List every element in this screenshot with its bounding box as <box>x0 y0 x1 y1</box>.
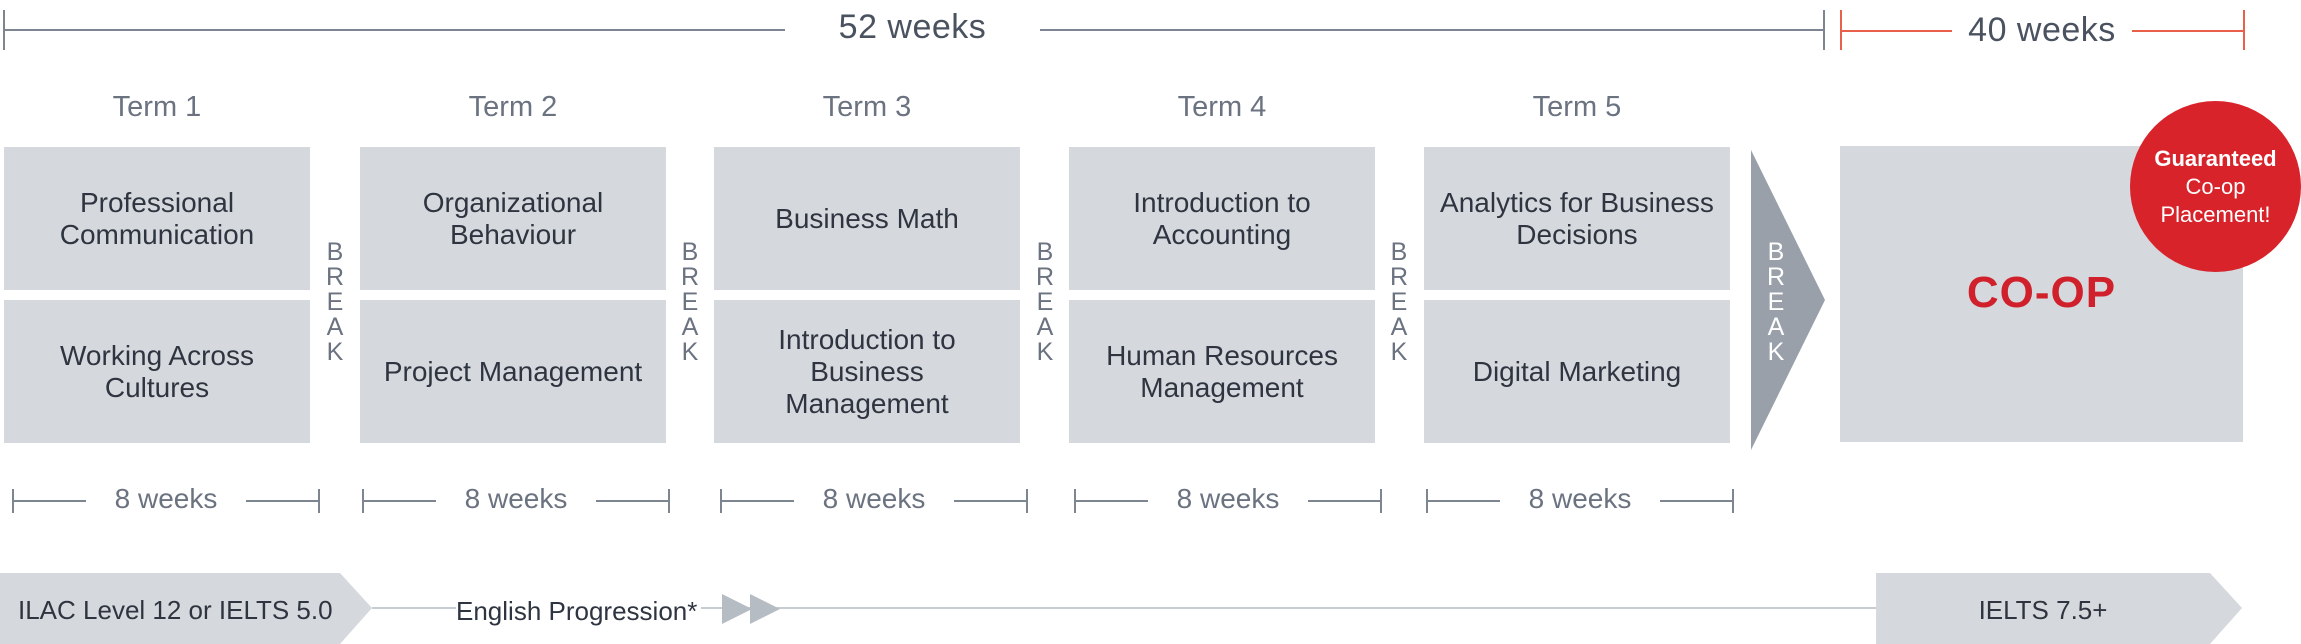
english-end-arrow <box>1876 573 2242 644</box>
course-box: Professional Communication <box>4 147 310 290</box>
break-letter: A <box>326 313 344 341</box>
break-letter: K <box>326 338 344 366</box>
break-letter: K <box>1767 338 1785 366</box>
guaranteed-placement-badge: Guaranteed Co-op Placement! <box>2130 101 2301 272</box>
duration-right-tick <box>668 489 670 513</box>
break-letter: A <box>1036 313 1054 341</box>
duration-right-tick <box>1380 489 1382 513</box>
duration-label: 8 weeks <box>436 483 596 515</box>
break-letter: B <box>1036 238 1054 266</box>
break-letter: E <box>681 288 699 316</box>
badge-line-2: Co-op <box>2185 173 2246 199</box>
course-box: Human Resources Management <box>1069 300 1375 443</box>
break-letter: E <box>326 288 344 316</box>
study-span-right-tick <box>1823 10 1825 50</box>
duration-label: 8 weeks <box>1148 483 1308 515</box>
break-letter: E <box>1767 288 1785 316</box>
term-5-label: Term 5 <box>1532 91 1622 123</box>
break-letter: B <box>681 238 699 266</box>
course-box: Working Across Cultures <box>4 300 310 443</box>
course-box: Introduction to Accounting <box>1069 147 1375 290</box>
term-4-label: Term 4 <box>1177 91 1267 123</box>
break-letter: A <box>1390 313 1408 341</box>
break-letter: E <box>1390 288 1408 316</box>
term-3-label: Term 3 <box>822 91 912 123</box>
break-letter: R <box>325 263 345 291</box>
break-letter: A <box>1767 313 1785 341</box>
break-letter: B <box>1767 238 1785 266</box>
english-start-label: ILAC Level 12 or IELTS 5.0 <box>18 595 333 625</box>
coop-label: CO-OP <box>1966 268 2117 317</box>
english-progression-line <box>372 607 1876 609</box>
course-box: Business Math <box>714 147 1020 290</box>
break-letter: K <box>1036 338 1054 366</box>
coop-span-right-tick <box>2243 10 2245 50</box>
badge-line-1: Guaranteed <box>2154 145 2277 171</box>
badge-line-3: Placement! <box>2160 201 2271 227</box>
break-letter: R <box>680 263 700 291</box>
term-2-label: Term 2 <box>468 91 558 123</box>
break-letter: K <box>681 338 699 366</box>
term-1-label: Term 1 <box>112 91 202 123</box>
course-box: Organizational Behaviour <box>360 147 666 290</box>
break-letter: B <box>1390 238 1408 266</box>
break-letter: B <box>326 238 344 266</box>
course-box: Introduction to Business Management <box>714 300 1020 443</box>
duration-label: 8 weeks <box>1500 483 1660 515</box>
english-progression-label: English Progression* <box>456 596 702 627</box>
break-letter: A <box>681 313 699 341</box>
study-span-label: 52 weeks <box>785 8 1040 47</box>
duration-right-tick <box>318 489 320 513</box>
duration-label: 8 weeks <box>86 483 246 515</box>
break-letter: E <box>1036 288 1054 316</box>
duration-right-tick <box>1026 489 1028 513</box>
duration-label: 8 weeks <box>794 483 954 515</box>
english-start-arrow <box>0 573 372 644</box>
course-box: Project Management <box>360 300 666 443</box>
break-arrow-icon <box>1751 150 1825 450</box>
break-letter: R <box>1035 263 1055 291</box>
break-letter: R <box>1389 263 1409 291</box>
duration-right-tick <box>1732 489 1734 513</box>
fast-forward-icon <box>722 594 780 624</box>
break-letter: R <box>1766 263 1786 291</box>
english-end-label: IELTS 7.5+ <box>1978 595 2108 625</box>
course-box: Digital Marketing <box>1424 300 1730 443</box>
coop-span-label: 40 weeks <box>1952 11 2132 50</box>
break-letter: K <box>1390 338 1408 366</box>
course-box: Analytics for Business Decisions <box>1424 147 1730 290</box>
